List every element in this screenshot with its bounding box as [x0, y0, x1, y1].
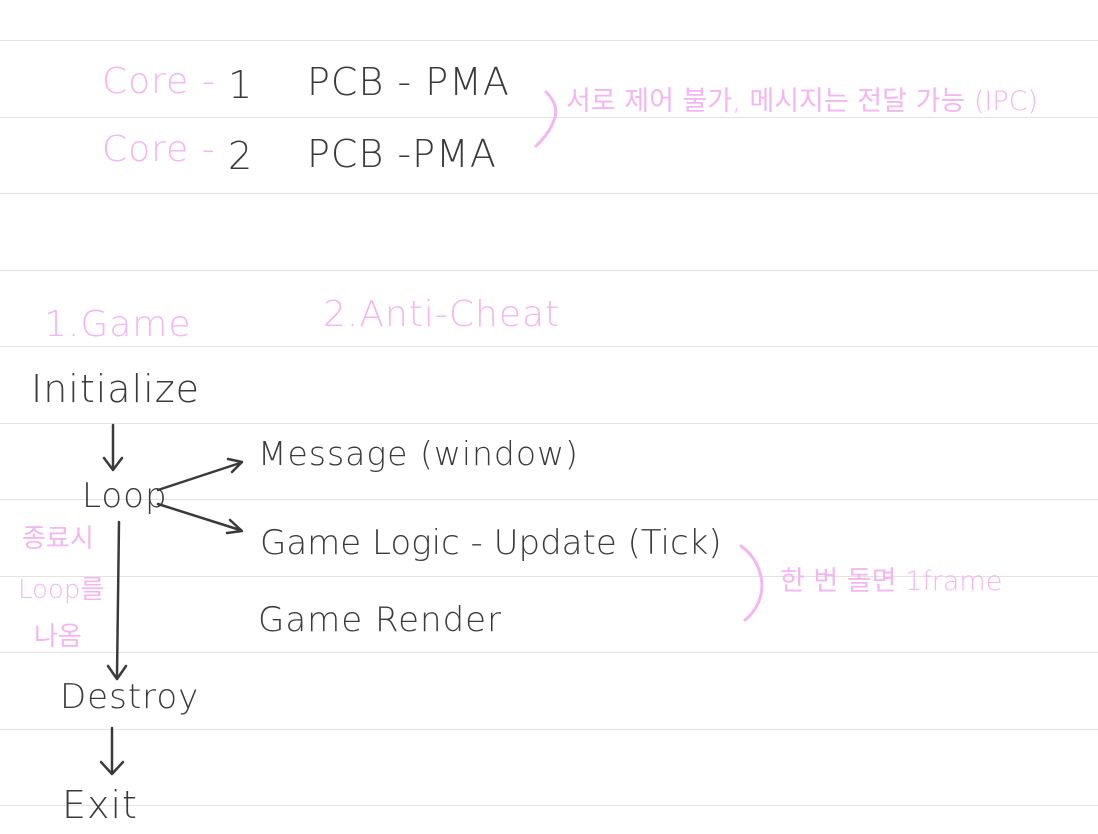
ruled-line: [0, 652, 1098, 653]
flow-message: Message (window): [258, 434, 579, 473]
section-anti-cheat-heading: 2.Anti-Cheat: [323, 294, 561, 335]
ruled-line: [0, 576, 1098, 577]
core-brace: [534, 90, 558, 148]
flow-game-logic: Game Logic - Update (Tick): [260, 523, 722, 563]
core-2-number: 2: [228, 134, 254, 178]
ruled-line: [0, 193, 1098, 194]
loop-exit-note-line-1: 종료시: [22, 524, 94, 554]
ruled-line: [0, 729, 1098, 730]
flow-destroy: Destroy: [60, 677, 200, 717]
ruled-line: [0, 499, 1098, 500]
ruled-line: [0, 346, 1098, 347]
arrow-head: [226, 457, 244, 474]
arrow-head: [102, 456, 124, 472]
flow-exit: Exit: [62, 783, 138, 827]
arrow-head: [99, 760, 125, 776]
ruled-line: [0, 117, 1098, 118]
loop-exit-note-line-3: 나옴: [34, 622, 82, 652]
core-1-text: PCB - PMA: [307, 60, 510, 104]
core-1-label: Core -: [102, 61, 216, 102]
core-note: 서로 제어 불가, 메시지는 전달 가능 (IPC): [566, 86, 1039, 117]
core-1-number: 1: [228, 63, 254, 107]
arrow-loop-to-message: [156, 461, 242, 492]
flow-initialize: Initialize: [31, 367, 201, 411]
ruled-line: [0, 423, 1098, 424]
flow-loop: Loop: [82, 476, 168, 516]
flow-game-render: Game Render: [258, 600, 503, 640]
core-2-text: PCB -PMA: [307, 132, 497, 176]
arrow-loop-to-game-logic: [156, 502, 242, 532]
core-2-label: Core -: [102, 129, 216, 170]
frame-note: 한 번 돌면 1frame: [780, 566, 1003, 597]
arrow-head: [225, 518, 244, 535]
section-game-heading: 1.Game: [44, 304, 192, 345]
ruled-line: [0, 805, 1098, 806]
ruled-line: [0, 270, 1098, 271]
frame-brace: [739, 544, 764, 622]
ruled-line: [0, 40, 1098, 41]
loop-exit-note-line-2: Loop를: [18, 575, 105, 605]
